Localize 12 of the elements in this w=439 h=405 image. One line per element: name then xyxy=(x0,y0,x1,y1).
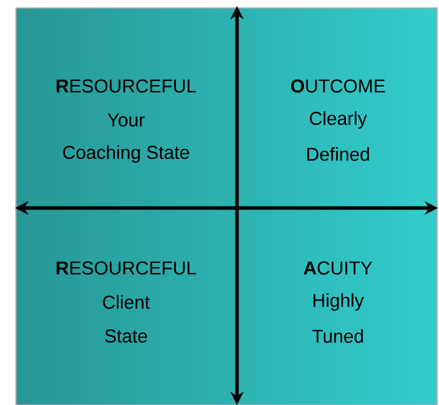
quadrant-text: Coaching State xyxy=(63,145,189,163)
quadrant-heading: OUTCOME xyxy=(291,79,385,93)
quadrant-text: Client xyxy=(103,295,150,309)
quadrant-text: Highly xyxy=(314,293,364,311)
quadrant-heading: RESOURCEFUL xyxy=(56,261,196,275)
quadrant-heading: ACUITY xyxy=(304,261,372,275)
quadrant-text: Clearly xyxy=(310,111,367,129)
quadrant-text: State xyxy=(105,329,147,343)
quadrant-text: Tuned xyxy=(312,329,363,343)
quadrant-heading: RESOURCEFUL xyxy=(56,79,196,93)
quadrant-text: Defined xyxy=(307,147,369,161)
quadrant-text: Your xyxy=(108,114,145,127)
